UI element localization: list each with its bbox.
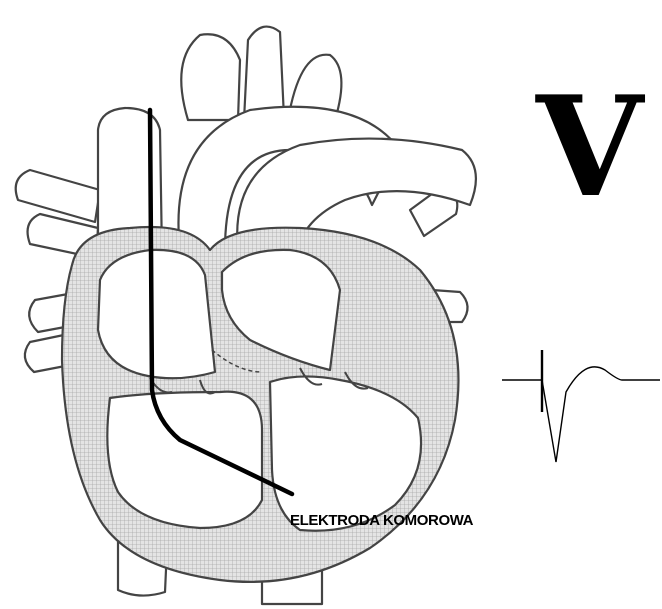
right-atrium-chamber bbox=[98, 250, 215, 378]
electrode-label: ELEKTRODA KOMOROWA bbox=[290, 512, 473, 529]
left-carotid bbox=[244, 27, 284, 120]
brachiocephalic-trunk bbox=[181, 34, 240, 120]
pacing-mode-letter: V bbox=[536, 78, 643, 216]
paced-ecg-complex bbox=[502, 350, 660, 462]
ecg-qrs-complex bbox=[542, 367, 622, 462]
pulmonary-vein-left-1 bbox=[16, 170, 100, 222]
